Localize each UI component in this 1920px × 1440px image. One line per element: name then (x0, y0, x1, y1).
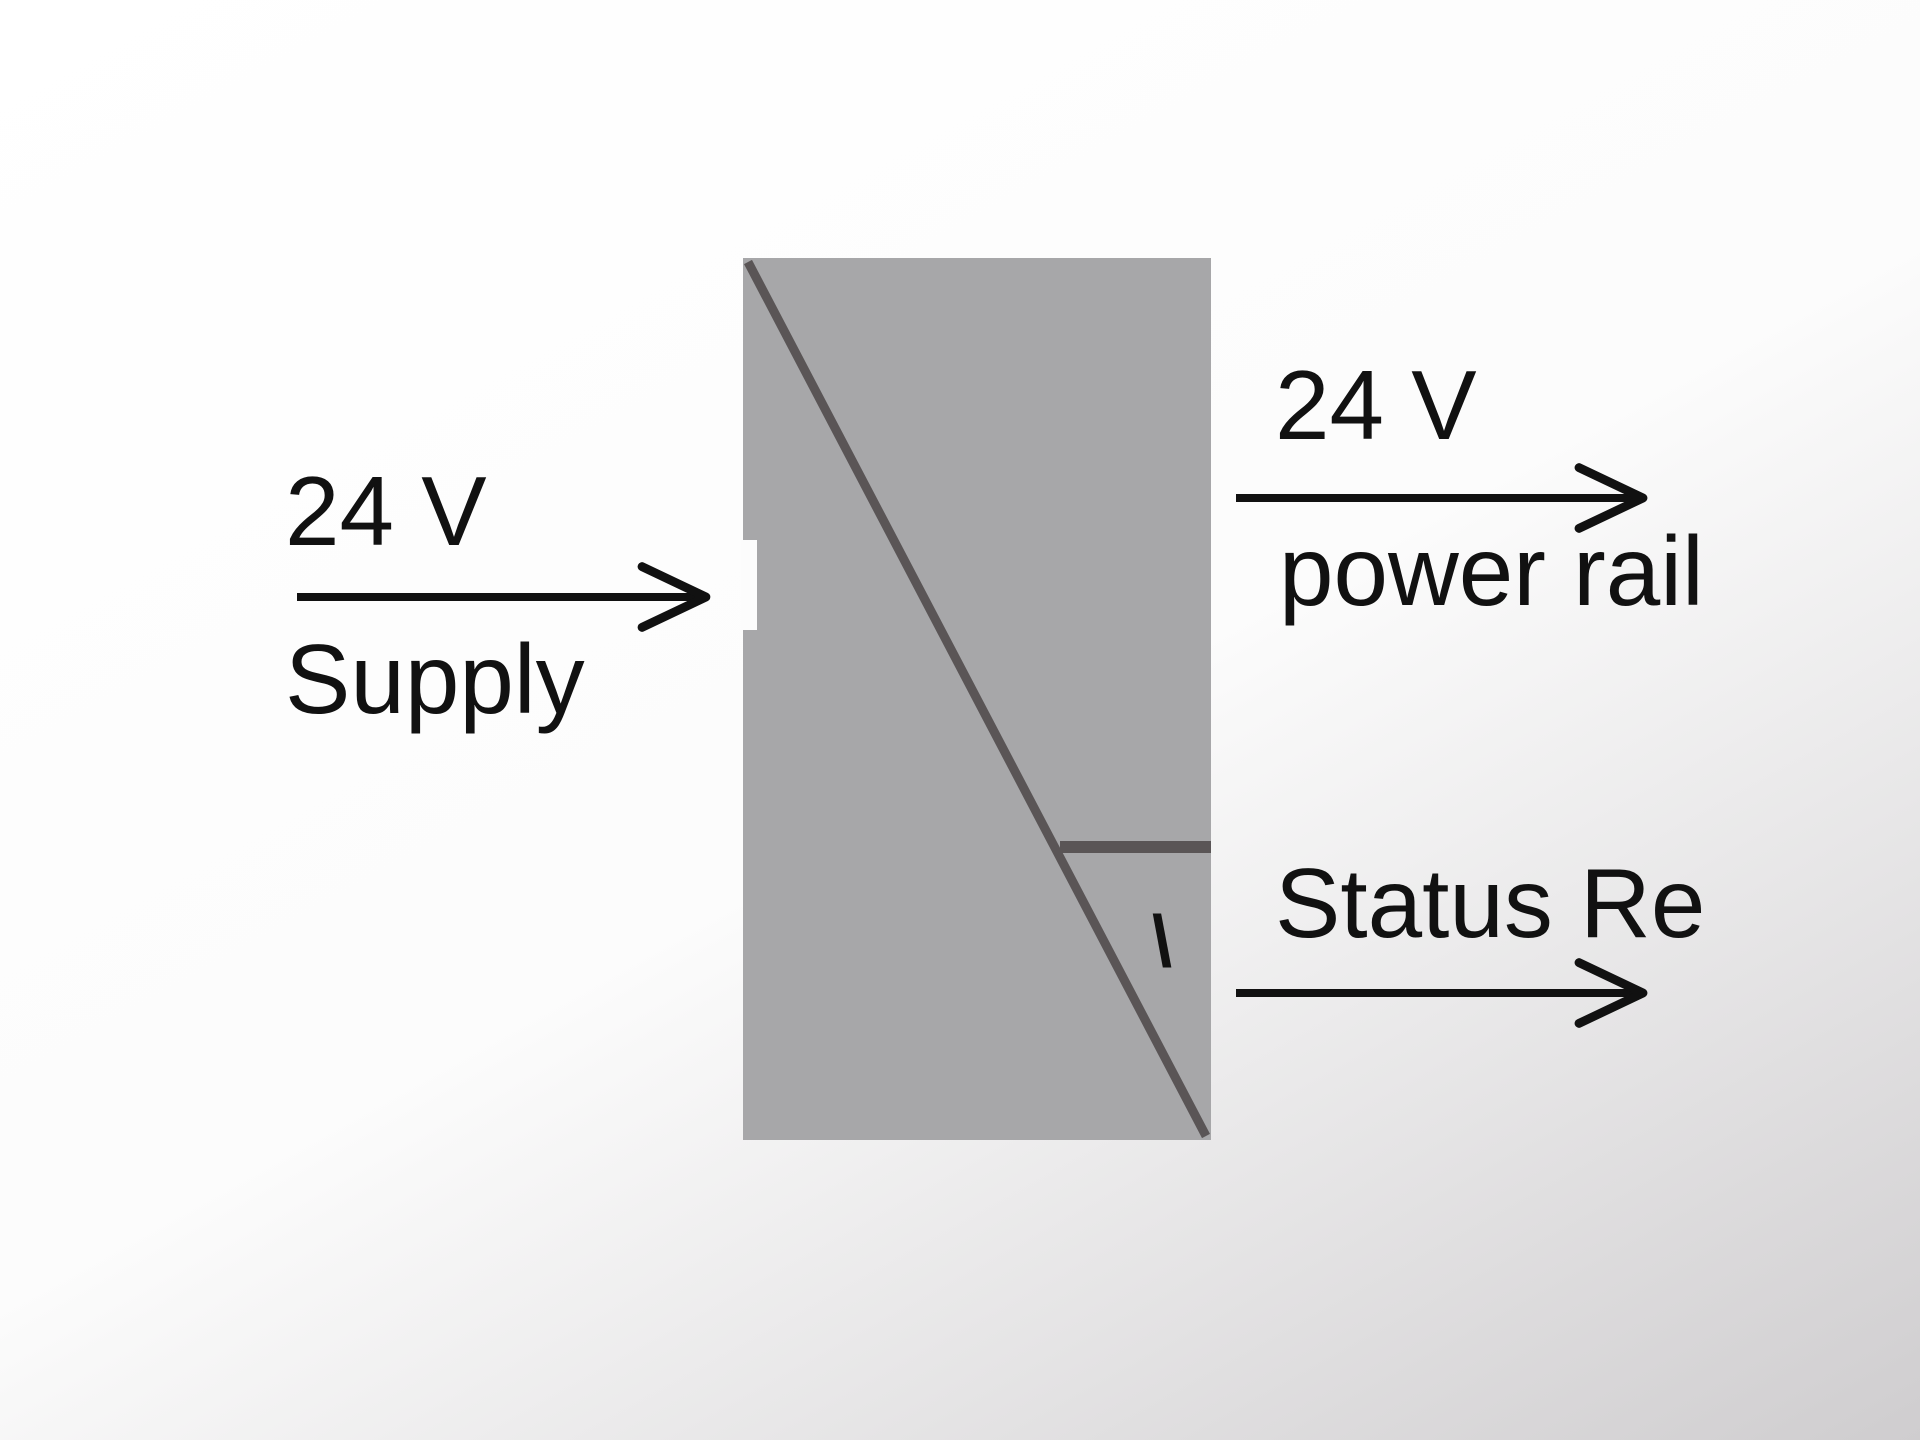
input-notch (741, 540, 757, 630)
block-diagonal-line (744, 259, 1210, 1139)
supply-voltage-label: 24 V (285, 456, 487, 566)
supply-label: Supply (285, 624, 585, 734)
power-rail-voltage-label: 24 V (1275, 350, 1477, 460)
status-relay-label: Status Re (1275, 848, 1706, 958)
power-rail-label: power rail (1279, 516, 1704, 626)
relay-contact-mark: \ (1152, 902, 1173, 982)
